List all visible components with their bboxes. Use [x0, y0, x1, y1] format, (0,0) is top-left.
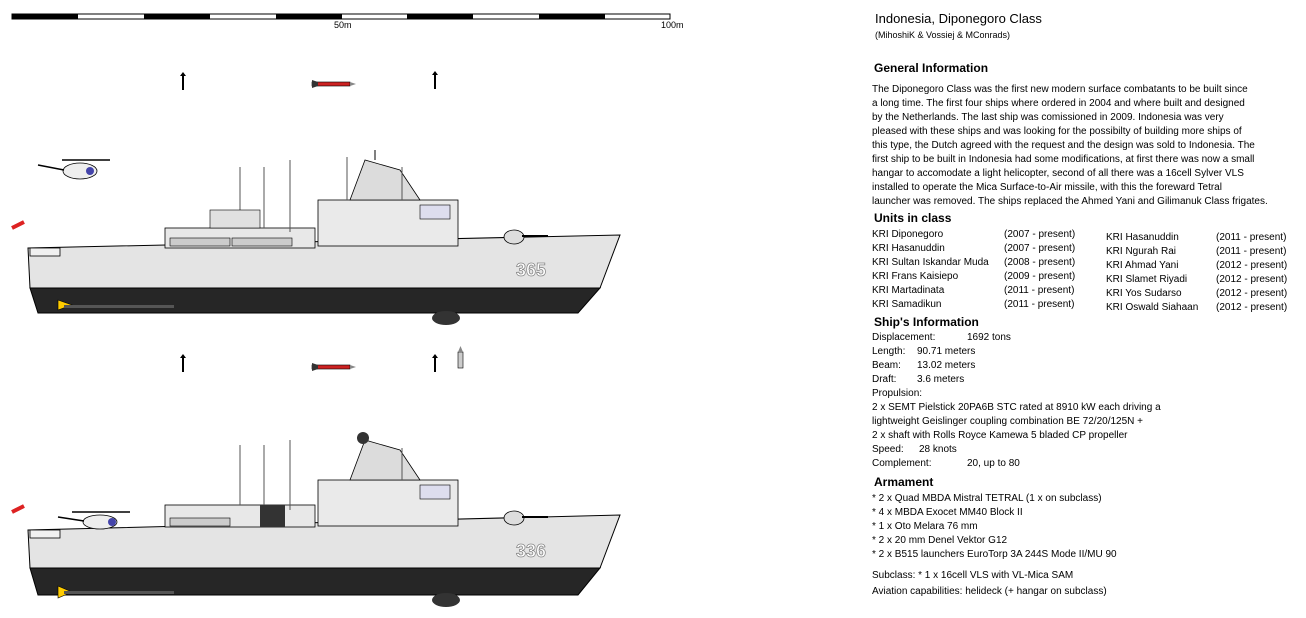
missile-icon — [311, 80, 356, 88]
unit-row: KRI Sultan Iskandar Muda (2008 - present) — [872, 256, 1075, 270]
propulsion-line: lightweight Geislinger coupling combinat… — [872, 416, 1144, 427]
length-label: Length: — [872, 346, 906, 357]
armament-line: * 2 x B515 launchers EuroTorp 3A 244S Mo… — [872, 549, 1117, 560]
unit-row: KRI Ahmad Yani (2012 - present) — [1106, 259, 1287, 273]
speed-value: 28 knots — [919, 444, 957, 455]
length-value: 90.71 meters — [917, 346, 976, 357]
general-line: pleased with these ships and was looking… — [872, 126, 1242, 137]
unit-name: KRI Hasanuddin — [1106, 232, 1179, 243]
unit-row: KRI Martadinata (2011 - present) — [872, 284, 1074, 298]
general-line: this type, the Dutch agreed with the req… — [872, 140, 1255, 151]
torpedo-icon — [180, 354, 438, 372]
units-left-column: KRI Diponegoro(2007 - present)KRI Hasanu… — [872, 228, 1075, 312]
general-line: hangar to accomodate a light helicopter,… — [872, 168, 1244, 179]
unit-row: KRI Diponegoro (2007 - present) — [872, 228, 1075, 242]
unit-name: KRI Yos Sudarso — [1106, 288, 1182, 299]
general-line: installed to operate the Mica Surface-to… — [872, 182, 1222, 193]
hull-number-lower: 336 — [516, 541, 546, 561]
armament-line: * 2 x 20 mm Denel Vektor G12 — [872, 535, 1008, 546]
subclass-line: Subclass: * 1 x 16cell VLS with VL-Mica … — [872, 570, 1074, 581]
unit-period: (2011 - present) — [1004, 285, 1075, 296]
units-heading: Units in class — [874, 211, 952, 225]
complement-value: 20, up to 80 — [967, 458, 1020, 469]
unit-period: (2007 - present) — [1004, 229, 1076, 240]
armament-line: * 4 x MBDA Exocet MM40 Block II — [872, 507, 1023, 518]
lower-ship — [11, 432, 621, 607]
armament-heading: Armament — [874, 475, 934, 489]
unit-name: KRI Martadinata — [872, 285, 945, 296]
complement-label: Complement: — [872, 458, 932, 469]
page-title: Indonesia, Diponegoro Class — [875, 11, 1042, 26]
missile-icon — [311, 363, 356, 371]
unit-period: (2011 - present) — [1216, 232, 1287, 243]
upper-ship — [11, 150, 621, 325]
armament-line: * 2 x Quad MBDA Mistral TETRAL (1 x on s… — [872, 493, 1102, 504]
unit-name: KRI Hasanuddin — [872, 243, 945, 254]
armament-list: * 2 x Quad MBDA Mistral TETRAL (1 x on s… — [872, 492, 1117, 562]
unit-period: (2012 - present) — [1216, 288, 1288, 299]
hull-number-upper: 365 — [516, 260, 546, 280]
unit-row: KRI Ngurah Rai (2011 - present) — [1106, 245, 1286, 259]
upper-ship-accessories — [180, 71, 438, 90]
general-line: by the Netherlands. The last ship was co… — [872, 112, 1224, 123]
unit-period: (2012 - present) — [1216, 274, 1288, 285]
unit-period: (2009 - present) — [1004, 271, 1076, 282]
displacement-label: Displacement: — [872, 332, 936, 343]
scale-bar — [11, 13, 671, 20]
helicopter-icon — [37, 159, 110, 180]
unit-row: KRI Hasanuddin (2007 - present) — [872, 242, 1075, 256]
scale-label-100m: 100m — [661, 20, 684, 30]
unit-row: KRI Frans Kaisiepo (2009 - present) — [872, 270, 1075, 284]
draft-value: 3.6 meters — [917, 374, 965, 385]
beam-label: Beam: — [872, 360, 901, 371]
vls-missile-icon — [457, 346, 464, 369]
unit-period: (2007 - present) — [1004, 243, 1076, 254]
propulsion-line: 2 x SEMT Pielstick 20PA6B STC rated at 8… — [872, 402, 1161, 413]
unit-name: KRI Frans Kaisiepo — [872, 271, 959, 282]
unit-period: (2012 - present) — [1216, 260, 1288, 271]
draft-label: Draft: — [872, 374, 897, 385]
armament-line: * 1 x Oto Melara 76 mm — [872, 521, 978, 532]
lower-ship-accessories — [180, 346, 464, 372]
unit-name: KRI Oswald Siahaan — [1106, 302, 1199, 313]
helicopter-icon — [57, 511, 130, 530]
drawings-canvas: 365 336 — [11, 13, 671, 607]
general-paragraph: The Diponegoro Class was the first new m… — [872, 83, 1306, 209]
scale-label-50m: 50m — [334, 20, 352, 30]
units-right-column: KRI Hasanuddin(2011 - present)KRI Ngurah… — [1106, 231, 1287, 315]
unit-period: (2011 - present) — [1004, 299, 1075, 310]
propulsion-line: 2 x shaft with Rolls Royce Kamewa 5 blad… — [872, 430, 1128, 441]
unit-row: KRI Oswald Siahaan (2012 - present) — [1106, 301, 1287, 315]
ship-drawings: 365 336 50m 100m — [11, 13, 684, 607]
ship-info-heading: Ship's Information — [874, 315, 979, 329]
unit-row: KRI Slamet Riyadi (2012 - present) — [1106, 273, 1287, 287]
unit-name: KRI Sultan Iskandar Muda — [872, 257, 989, 268]
unit-period: (2012 - present) — [1216, 302, 1288, 313]
unit-name: KRI Diponegoro — [872, 229, 944, 240]
aviation-line: Aviation capabilities: helideck (+ hanga… — [872, 586, 1107, 597]
unit-period: (2011 - present) — [1216, 246, 1287, 257]
unit-name: KRI Samadikun — [872, 299, 942, 310]
unit-name: KRI Ngurah Rai — [1106, 246, 1177, 257]
speed-label: Speed: — [872, 444, 904, 455]
unit-row: KRI Yos Sudarso (2012 - present) — [1106, 287, 1287, 301]
unit-period: (2008 - present) — [1004, 257, 1076, 268]
general-line: launcher was removed. The ships replaced… — [872, 196, 1268, 207]
propulsion-lines: 2 x SEMT Pielstick 20PA6B STC rated at 8… — [872, 401, 1161, 443]
unit-row: KRI Hasanuddin (2011 - present) — [1106, 231, 1286, 245]
propulsion-label: Propulsion: — [872, 388, 923, 399]
torpedo-icon — [180, 71, 438, 90]
general-line: The Diponegoro Class was the first new m… — [872, 84, 1248, 95]
beam-value: 13.02 meters — [917, 360, 976, 371]
credit-line: (MihoshiK & Vossiej & MConrads) — [875, 30, 1011, 40]
displacement-value: 1692 tons — [967, 332, 1011, 343]
unit-row: KRI Samadikun (2011 - present) — [872, 298, 1074, 312]
unit-name: KRI Ahmad Yani — [1106, 260, 1179, 271]
unit-name: KRI Slamet Riyadi — [1106, 274, 1188, 285]
general-line: first ship to be built in Indonesia had … — [872, 154, 1255, 165]
general-heading: General Information — [874, 61, 989, 75]
general-line: a long time. The first four ships where … — [872, 98, 1245, 109]
